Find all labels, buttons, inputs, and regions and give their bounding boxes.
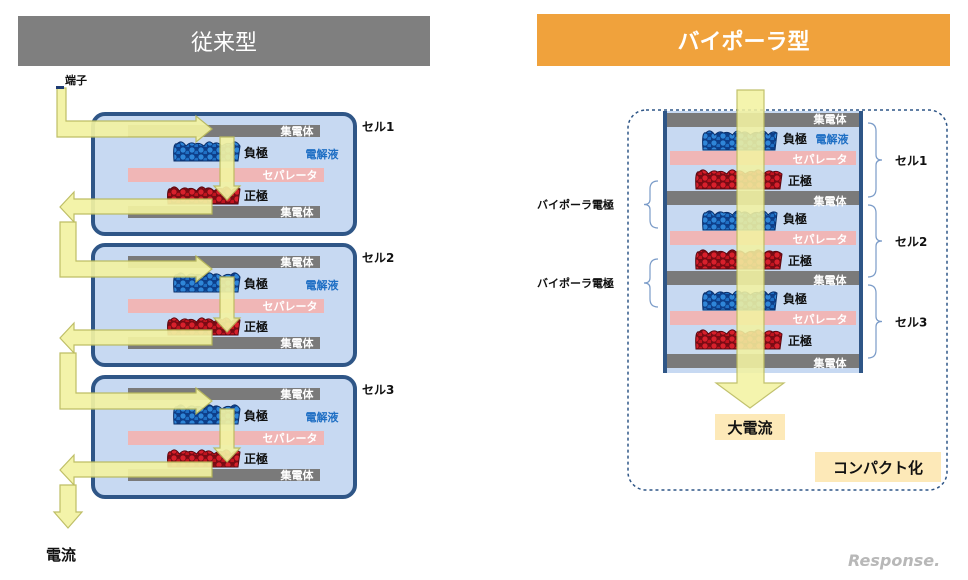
response-watermark: Response. — [848, 551, 940, 570]
large-current-arrow — [714, 89, 786, 409]
compact-label: コンパクト化 — [833, 459, 923, 477]
electrolyte-label: 電解液 — [306, 278, 340, 292]
positive-label: 正極 — [244, 451, 268, 466]
bipolar-type-header: バイポーラ型 — [537, 14, 950, 66]
conventional-panel: 集電体負極電解液セパレータ正極集電体セル1集電体負極電解液セパレータ正極集電体セ… — [46, 73, 394, 564]
current-label: 電流 — [46, 546, 76, 564]
bipolar-cell-name-2: セル2 — [895, 235, 927, 249]
cell-name: セル1 — [362, 120, 394, 134]
current-arrow-5 — [212, 276, 242, 333]
negative-label-2: 負極 — [783, 211, 807, 226]
positive-label: 正極 — [244, 319, 268, 334]
negative-label-1: 負極 — [783, 131, 807, 146]
large-current-box — [715, 414, 785, 440]
separator-label: セパレータ — [263, 169, 318, 182]
bipolar-cell-name-3: セル3 — [895, 316, 927, 330]
separator-label: セパレータ — [263, 432, 318, 445]
bipolar-electrode-label-1: バイポーラ電極 — [537, 198, 614, 212]
current-arrow-10 — [52, 484, 84, 529]
bipolar-electrode-label-2: バイポーラ電極 — [537, 276, 614, 290]
compact-box — [815, 452, 941, 482]
collector-top-label: 集電体 — [280, 255, 315, 269]
current-arrow-2 — [212, 136, 242, 201]
cell-brace-1 — [867, 122, 883, 198]
stack-right-edge — [859, 111, 863, 373]
separator-label-3: セパレータ — [793, 313, 848, 326]
collector-top-label: 集電体 — [280, 387, 315, 401]
positive-label-2: 正極 — [788, 253, 812, 268]
bipolar-electrode-brace-1 — [643, 180, 659, 229]
stack-left-edge — [663, 111, 667, 373]
current-arrow-9 — [59, 453, 213, 487]
collector-label-2: 集電体 — [813, 194, 848, 208]
separator-label: セパレータ — [263, 300, 318, 313]
cell-brace-3 — [867, 284, 883, 359]
cell-name: セル2 — [362, 251, 394, 265]
collector-label-3: 集電体 — [813, 273, 848, 287]
collector-top-label: 集電体 — [280, 124, 315, 138]
separator-label-1: セパレータ — [793, 153, 848, 166]
cell-brace-2 — [867, 204, 883, 278]
negative-label: 負極 — [244, 145, 268, 160]
large-current-label: 大電流 — [727, 419, 772, 437]
current-arrow-3 — [59, 190, 213, 224]
current-arrow-1 — [56, 87, 213, 144]
current-arrow-7 — [59, 352, 213, 416]
negative-label: 負極 — [244, 408, 268, 423]
electrolyte-label: 電解液 — [306, 147, 340, 161]
negative-label: 負極 — [244, 276, 268, 291]
positive-label-1: 正極 — [788, 173, 812, 188]
collector-bottom-label: 集電体 — [280, 205, 315, 219]
cell-name: セル3 — [362, 383, 394, 397]
electrolyte-label: 電解液 — [306, 410, 340, 424]
current-arrow-6 — [59, 321, 213, 355]
terminal-post — [56, 86, 64, 89]
collector-label-4: 集電体 — [813, 356, 848, 370]
bipolar-electrode-brace-2 — [643, 258, 659, 308]
compact-outline — [627, 109, 948, 491]
conventional-type-header: 従来型 — [18, 16, 430, 66]
collector-label-1: 集電体 — [813, 112, 848, 126]
terminal-label: 端子 — [65, 73, 87, 87]
positive-label: 正極 — [244, 188, 268, 203]
electrolyte-label: 電解液 — [816, 132, 850, 146]
collector-bottom-label: 集電体 — [280, 468, 315, 482]
positive-label-3: 正極 — [788, 333, 812, 348]
current-arrow-4 — [59, 221, 213, 284]
current-arrow-8 — [212, 408, 242, 463]
collector-bottom-label: 集電体 — [280, 336, 315, 350]
bipolar-cell-name-1: セル1 — [895, 154, 927, 168]
watermark-text: Response. — [848, 551, 940, 570]
separator-label-2: セパレータ — [793, 233, 848, 246]
negative-label-3: 負極 — [783, 291, 807, 306]
bipolar-panel: 集電体集電体集電体集電体負極セパレータ正極負極セパレータ正極負極セパレータ正極電… — [537, 89, 948, 491]
